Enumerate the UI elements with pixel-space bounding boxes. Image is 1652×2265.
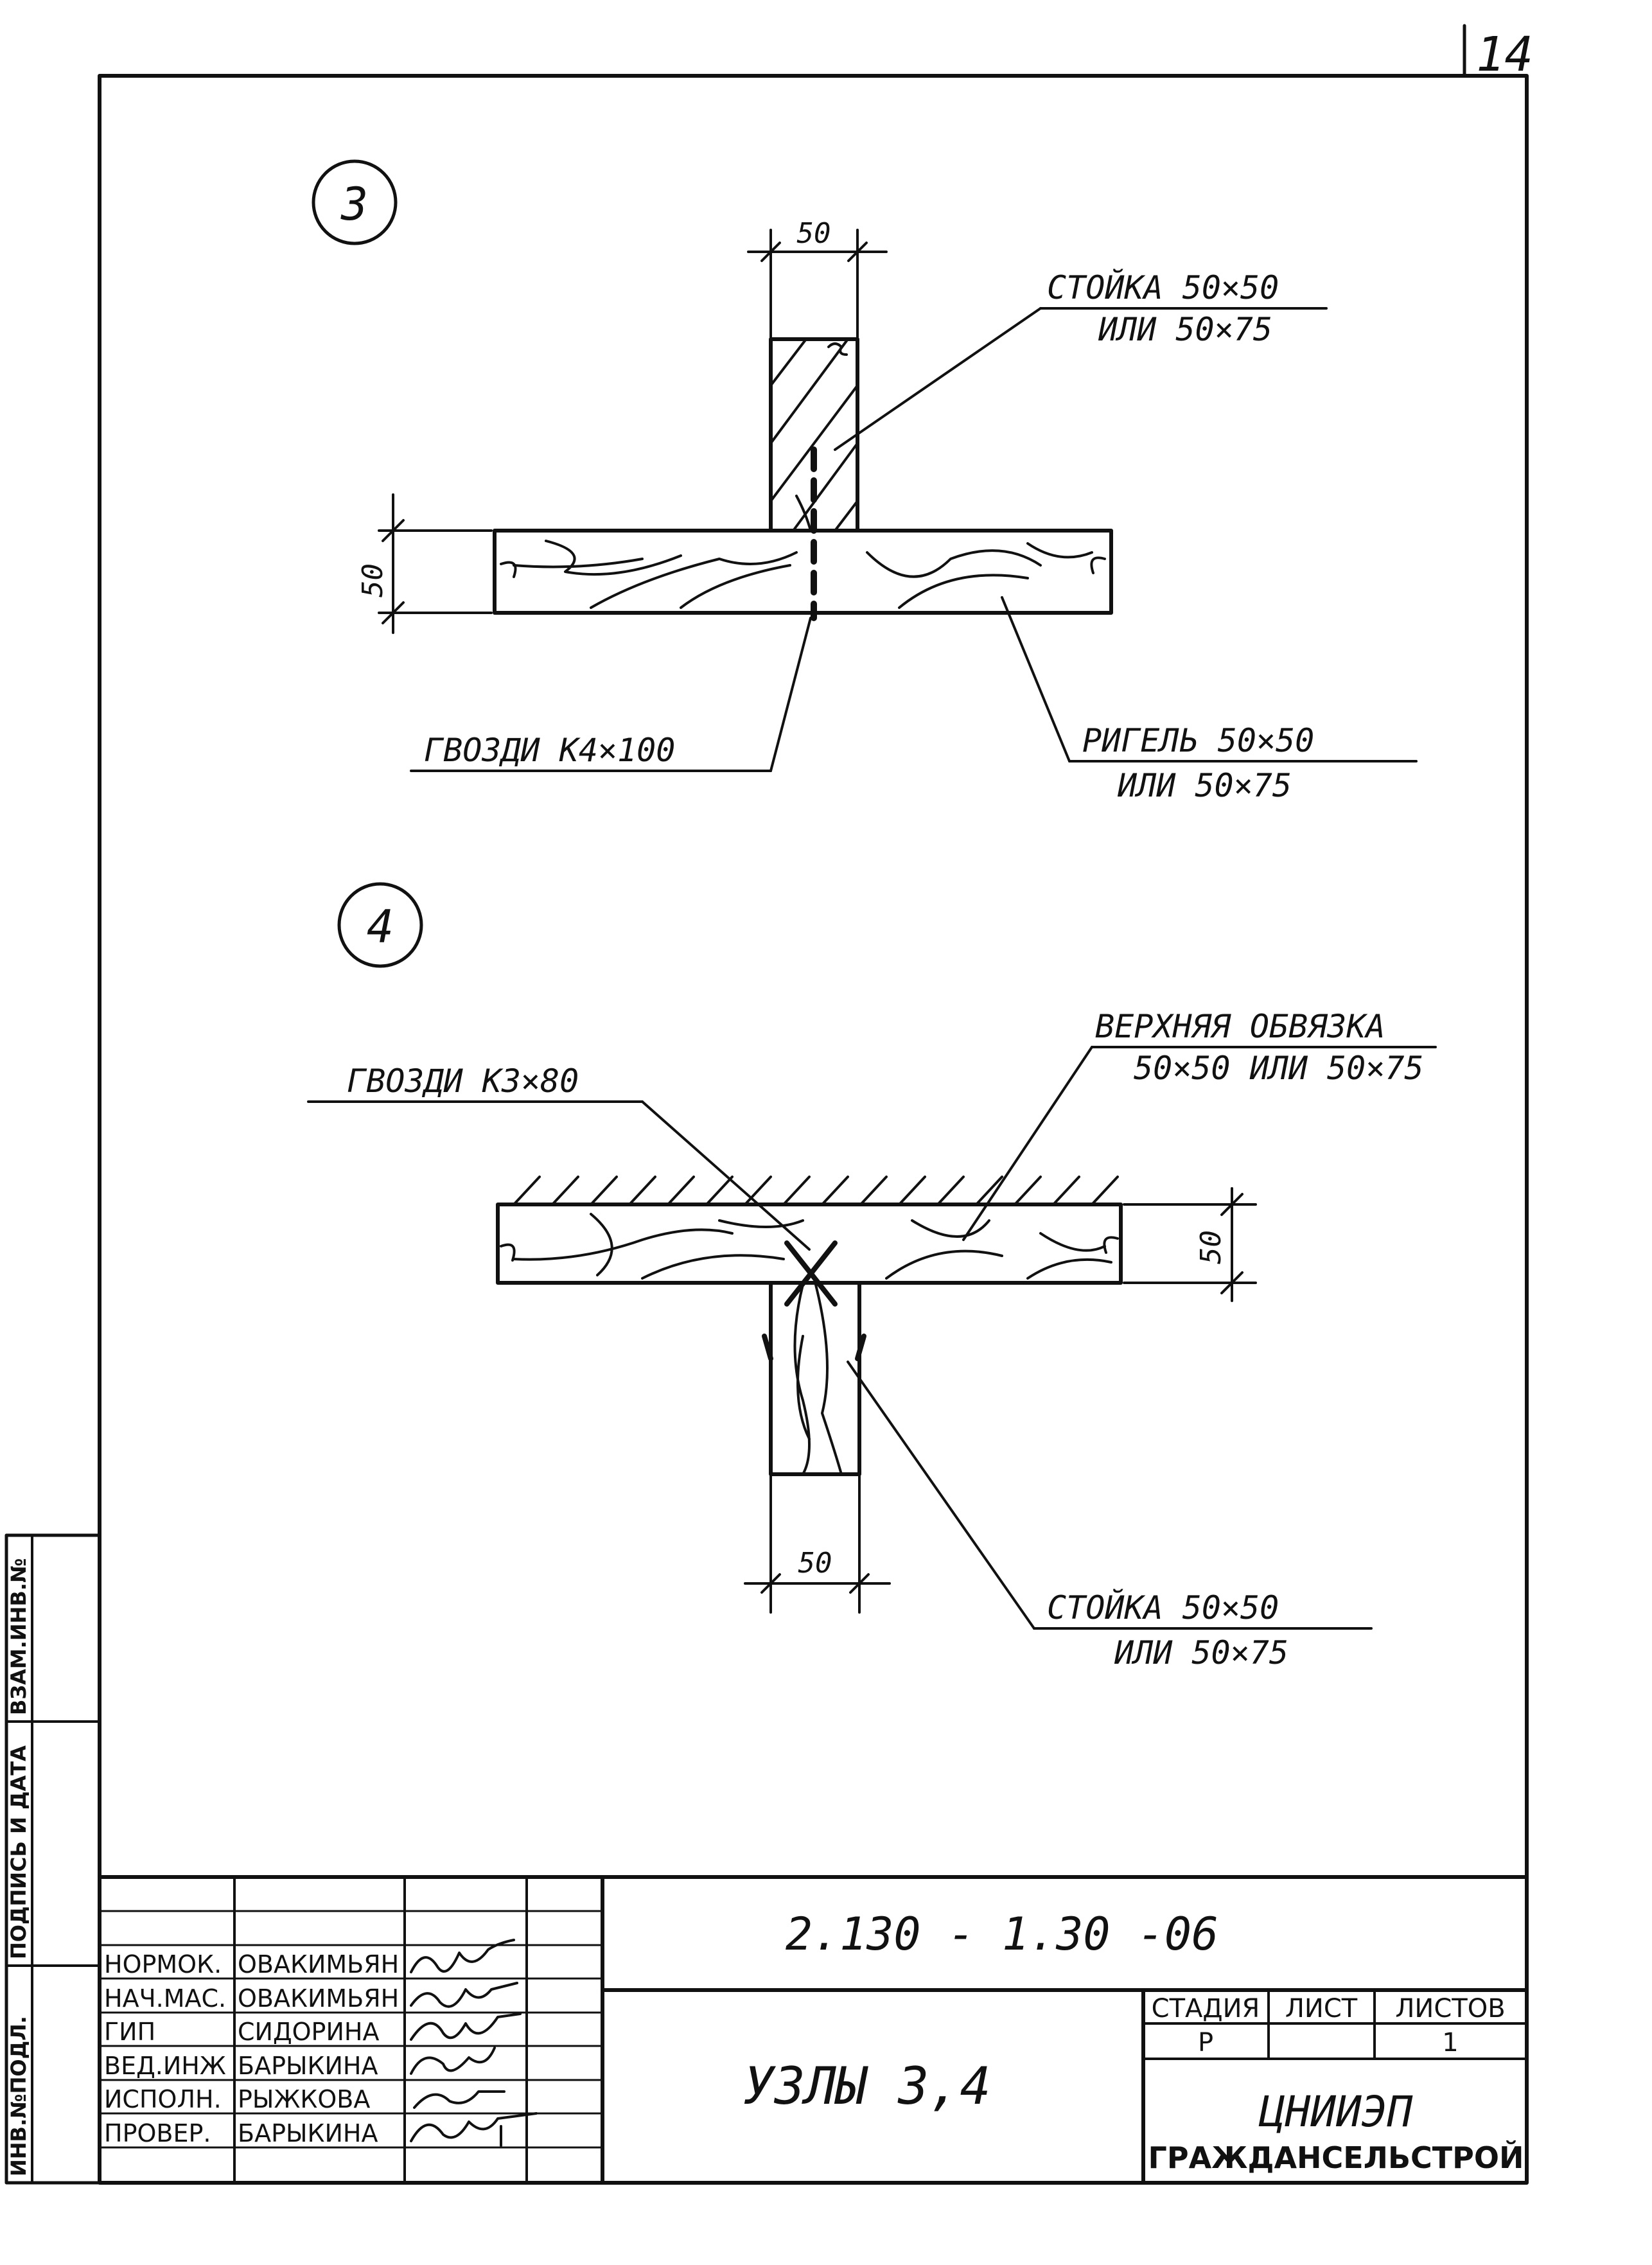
node4-plate-height: 50 <box>1195 1230 1227 1264</box>
signatures <box>410 1939 538 2147</box>
node-4: 4 <box>307 882 1437 1671</box>
node3-beam-label-1: РИГЕЛЬ 50×50 <box>1082 722 1314 759</box>
name-5: БАРЫКИНА <box>238 2119 378 2147</box>
page-number: 14 <box>1476 27 1533 82</box>
node3-nail-leader <box>769 617 812 772</box>
drawing-title: УЗЛЫ 3,4 <box>743 2056 990 2116</box>
name-3: БАРЫКИНА <box>238 2052 378 2080</box>
name-1: ОВАКИМЬЯН <box>238 1984 399 2013</box>
node3-wood-grain <box>513 540 1093 609</box>
node4-nails-leader <box>641 1100 811 1251</box>
role-3: ВЕД.ИНЖ <box>104 2052 226 2080</box>
role-0: НОРМОК. <box>104 1950 222 1979</box>
node4-wood-grain <box>513 1213 1112 1280</box>
title-block: НОРМОК. ОВАКИМЬЯН НАЧ.МАС. ОВАКИМЬЯН ГИП… <box>98 1875 1529 2185</box>
sign-date-label: ПОДПИСЬ И ДАТА <box>6 1745 31 1959</box>
node4-nails <box>762 1240 866 1361</box>
node3-post-label-2: ИЛИ 50×75 <box>1098 311 1272 348</box>
document-code: 2.130 - 1.30 -06 <box>786 1908 1218 1961</box>
node3-beam-height: 50 <box>356 563 389 597</box>
node4-plate-breaks <box>500 1236 1119 1262</box>
node4-number: 4 <box>367 901 394 953</box>
node3-beam-dimension <box>378 493 493 634</box>
node3-number: 3 <box>340 178 368 231</box>
node3-beam <box>493 529 1113 615</box>
node4-top-label-1: ВЕРХНЯЯ ОБВЯЗКА <box>1095 1008 1385 1045</box>
name-0: ОВАКИМЬЯН <box>238 1950 399 1979</box>
name-2: СИДОРИНА <box>238 2018 379 2046</box>
node4-top-leader <box>962 1046 1093 1241</box>
name-4: РЫЖКОВА <box>238 2085 370 2113</box>
node4-post-grain <box>793 1283 843 1476</box>
node4-post-label-2: ИЛИ 50×75 <box>1114 1634 1288 1671</box>
node3-post-width: 50 <box>797 217 831 250</box>
replace-inv-label: ВЗАМ.ИНВ.№ <box>6 1558 31 1716</box>
role-4: ИСПОЛН. <box>104 2085 222 2113</box>
stage-value: Р <box>1198 2028 1213 2058</box>
drawing-frame <box>98 74 1529 2185</box>
side-stamp-frame <box>4 1533 101 2185</box>
node3-post-leader <box>834 307 1042 451</box>
side-stamp: ИНВ.№ПОДЛ. ПОДПИСЬ И ДАТА ВЗАМ.ИНВ.№ <box>4 1533 101 2185</box>
node3-post-dimension <box>747 229 888 339</box>
node4-post-width: 50 <box>798 1547 832 1580</box>
node3-beam-leader <box>1001 596 1071 762</box>
role-5: ПРОВЕР. <box>104 2119 211 2147</box>
role-1: НАЧ.МАС. <box>104 1984 226 2013</box>
sheets-header: ЛИСТОВ <box>1395 1994 1505 2023</box>
node4-marker <box>337 882 423 968</box>
node3-beam-label-2: ИЛИ 50×75 <box>1117 767 1292 804</box>
node3-post-label-1: СТОЙКА 50×50 <box>1047 269 1279 306</box>
organization-name: ЦНИИЭП <box>1258 2087 1414 2137</box>
node3-marker <box>312 159 398 245</box>
node3-beam-breaks <box>500 556 1106 578</box>
node4-post-label-1: СТОЙКА 50×50 <box>1047 1589 1279 1626</box>
node-3: 3 50 <box>312 159 1418 804</box>
node3-nails-label: ГВОЗДИ К4×100 <box>424 732 675 769</box>
role-2: ГИП <box>104 2018 155 2046</box>
inv-no-label: ИНВ.№ПОДЛ. <box>6 2016 31 2176</box>
node4-ground-hatch <box>513 1176 1119 1206</box>
stage-header: СТАДИЯ <box>1152 1994 1260 2023</box>
node4-post <box>769 1281 861 1476</box>
node4-top-label-2: 50×50 ИЛИ 50×75 <box>1134 1050 1424 1087</box>
sheet-header: ЛИСТ <box>1285 1994 1358 2023</box>
node4-post-dimension <box>744 1473 891 1614</box>
node4-post-leader <box>847 1361 1035 1630</box>
node3-post-hatch <box>769 338 859 532</box>
node4-plate-dimension <box>1123 1187 1257 1302</box>
node4-nails-label: ГВОЗДИ К3×80 <box>347 1062 579 1100</box>
sheets-value: 1 <box>1442 2028 1458 2058</box>
organization-subname: ГРАЖДАНСЕЛЬСТРОЙ <box>1148 2140 1524 2175</box>
